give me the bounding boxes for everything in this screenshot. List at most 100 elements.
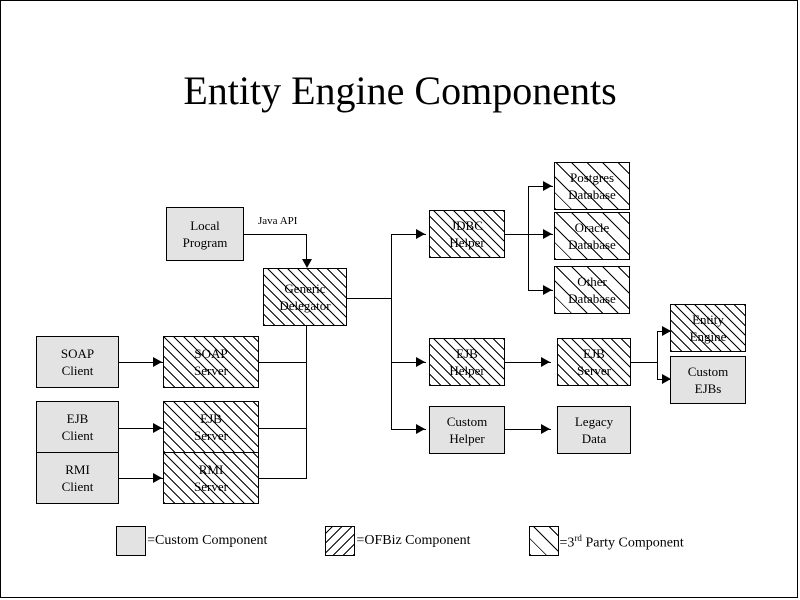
edge-db-spine	[528, 186, 529, 290]
arrowhead-ejbserver-right	[541, 357, 550, 367]
edge-label-java-api: Java API	[258, 215, 298, 227]
arrowhead-oracle	[543, 229, 552, 239]
legend-swatch-third-party-icon	[528, 526, 559, 556]
node-rmi-server[interactable]: RMI Server	[163, 452, 259, 504]
node-ejb-helper-line2: Helper	[449, 363, 485, 378]
node-soap-client-line1: SOAP	[60, 346, 95, 361]
arrowhead-customhelper	[416, 424, 425, 434]
edge-customhelper-to-legacydata	[505, 429, 551, 430]
node-ejb-helper-line1: EJB	[456, 346, 478, 361]
node-soap-server-line1: SOAP	[194, 346, 228, 361]
node-rmi-client[interactable]: RMI Client	[36, 452, 119, 504]
edge-db-to-postgres	[528, 186, 553, 187]
node-generic-delegator-line1: Generic	[284, 281, 326, 296]
node-soap-server[interactable]: SOAP Server	[163, 336, 259, 388]
node-custom-helper-line1: Custom	[446, 414, 488, 429]
node-ejb-client-line1: EJB	[66, 411, 89, 426]
node-legacy-data-line2: Data	[581, 431, 607, 446]
node-soap-client[interactable]: SOAP Client	[36, 336, 119, 388]
arrowhead-entity-engine	[662, 326, 671, 336]
node-ejb-client-line2: Client	[61, 428, 94, 443]
legend-item-custom: =Custom Component	[116, 526, 267, 556]
edge-ejb-split-spine	[657, 331, 658, 379]
edge-spine-to-customhelper	[391, 429, 426, 430]
node-oracle-database-line1: Oracle	[574, 220, 610, 235]
edge-ejbhelper-to-ejbserver-right	[505, 362, 551, 363]
legend-swatch-ofbiz-icon	[325, 526, 356, 556]
node-other-database-line1: Other	[577, 274, 607, 289]
edge-ejbserver-to-bus	[259, 428, 307, 429]
node-soap-server-line2: Server	[194, 363, 228, 378]
legend-label-third-suffix: Party Component	[581, 535, 684, 551]
edge-servers-bus	[306, 326, 307, 478]
legend: =Custom Component =OFBiz Component =3rd …	[1, 526, 797, 556]
edge-db-to-oracle	[528, 234, 553, 235]
legend-label-third-prefix: =3	[559, 535, 575, 551]
legend-item-third-party: =3rd Party Component	[528, 526, 684, 556]
node-postgres-database-line1: Postgres	[569, 170, 615, 185]
arrowhead-jdbchelper	[416, 229, 425, 239]
node-oracle-database[interactable]: Oracle Database	[554, 212, 630, 260]
node-entity-engine[interactable]: Entity Engine	[670, 304, 746, 352]
edge-soapclient-to-soapserver	[119, 362, 163, 363]
page-title: Entity Engine Components	[183, 68, 617, 113]
node-ejb-server-left[interactable]: EJB Server	[163, 401, 259, 453]
node-ejb-server-right-line2: Server	[577, 363, 611, 378]
edge-rmiserver-to-bus	[259, 478, 307, 479]
edge-ejbclient-to-ejbserver	[119, 428, 163, 429]
edge-delegator-out	[346, 298, 392, 299]
arrowhead-postgres	[543, 181, 552, 191]
node-ejb-server-left-line2: Server	[194, 428, 228, 443]
node-other-database[interactable]: Other Database	[554, 266, 630, 314]
edge-soapserver-to-bus	[259, 362, 307, 363]
node-custom-ejbs[interactable]: Custom EJBs	[670, 356, 746, 404]
node-jdbc-helper-line2: Helper	[449, 235, 485, 250]
node-postgres-database-line2: Database	[568, 187, 616, 202]
node-jdbc-helper[interactable]: JDBC Helper	[429, 210, 505, 258]
node-custom-ejbs-line2: EJBs	[694, 381, 722, 396]
node-entity-engine-line2: Engine	[689, 329, 727, 344]
legend-label-third-sup: rd	[574, 533, 582, 544]
arrowhead-local-to-delegator	[302, 259, 312, 268]
node-local-program-line2: Program	[182, 235, 228, 250]
node-jdbc-helper-line1: JDBC	[451, 218, 483, 233]
node-ejb-client[interactable]: EJB Client	[36, 401, 119, 453]
legend-label-ofbiz: =OFBiz Component	[356, 533, 471, 548]
edge-ejbserverright-out	[631, 362, 658, 363]
arrowhead-legacydata	[541, 424, 550, 434]
arrowhead-custom-ejbs	[662, 374, 671, 384]
node-rmi-server-line2: Server	[194, 479, 228, 494]
node-ejb-server-left-line1: EJB	[200, 411, 222, 426]
arrowhead-rmiclient	[153, 473, 162, 483]
node-custom-helper-line2: Helper	[449, 431, 485, 446]
edge-spine-to-jdbchelper	[391, 234, 426, 235]
edge-spine-to-ejbhelper	[391, 362, 426, 363]
edge-local-to-delegator-v	[306, 234, 307, 261]
arrowhead-other-db	[543, 285, 552, 295]
node-local-program-line1: Local	[190, 218, 220, 233]
node-rmi-client-line2: Client	[61, 479, 94, 494]
edge-db-to-other	[528, 290, 553, 291]
node-other-database-line2: Database	[568, 291, 616, 306]
node-ejb-server-right[interactable]: EJB Server	[557, 338, 631, 386]
node-soap-client-line2: Client	[61, 363, 94, 378]
node-custom-ejbs-line1: Custom	[687, 364, 729, 379]
node-rmi-server-line1: RMI	[198, 462, 224, 477]
arrowhead-soapclient	[153, 357, 162, 367]
legend-label-third-party: =3rd Party Component	[560, 530, 684, 552]
legend-swatch-custom-icon	[116, 526, 147, 556]
node-generic-delegator[interactable]: Generic Delegator	[263, 268, 347, 326]
edge-rmiclient-to-rmiserver	[119, 478, 163, 479]
node-legacy-data[interactable]: Legacy Data	[557, 406, 631, 454]
edge-local-to-delegator-h	[244, 234, 307, 235]
legend-item-ofbiz: =OFBiz Component	[325, 526, 471, 556]
node-oracle-database-line2: Database	[568, 237, 616, 252]
node-local-program[interactable]: Local Program	[166, 207, 244, 261]
node-rmi-client-line1: RMI	[65, 462, 90, 477]
node-ejb-helper[interactable]: EJB Helper	[429, 338, 505, 386]
node-custom-helper[interactable]: Custom Helper	[429, 406, 505, 454]
node-postgres-database[interactable]: Postgres Database	[554, 162, 630, 210]
node-generic-delegator-line2: Delegator	[279, 298, 331, 313]
node-ejb-server-right-line1: EJB	[583, 346, 605, 361]
